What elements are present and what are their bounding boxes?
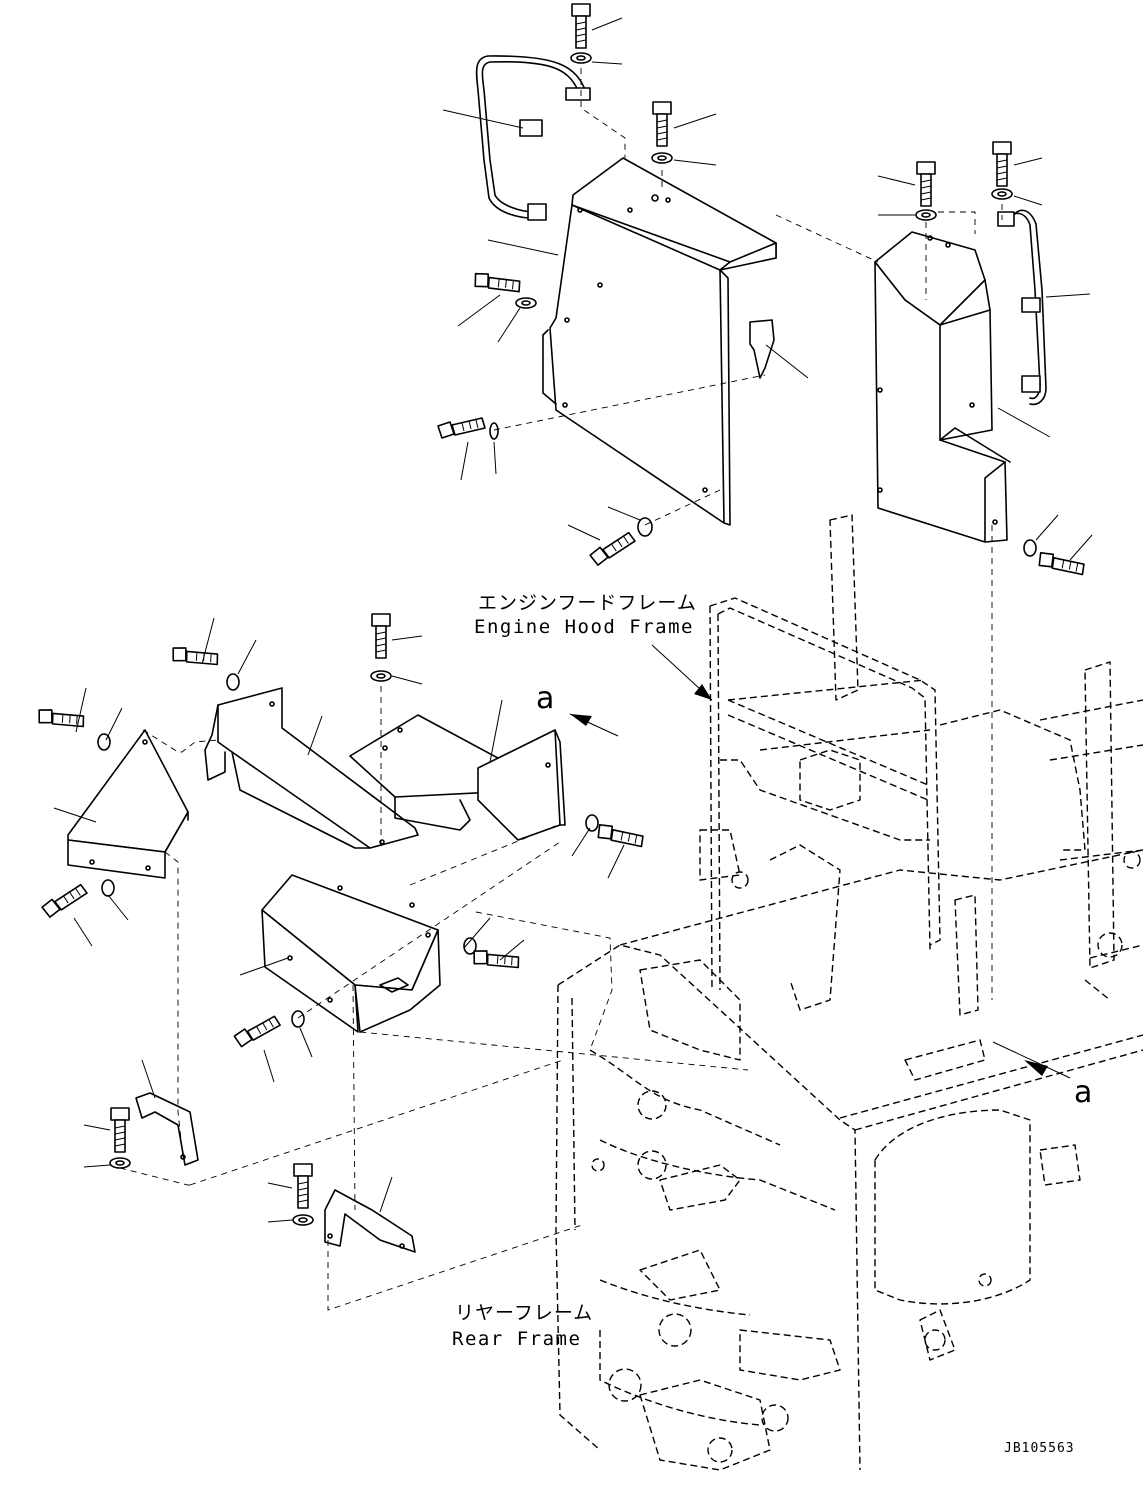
rear-frame (555, 844, 1143, 1471)
lower-mid-cover (261, 874, 441, 1033)
handrail-upper-right (997, 209, 1047, 406)
lower-center-cover (349, 714, 566, 841)
leader-lines-upper (442, 17, 1093, 561)
upper-left-cover (542, 157, 777, 526)
lower-left-cover (67, 729, 189, 879)
handrail-upper-left (475, 55, 591, 221)
upper-right-cover (874, 231, 1011, 543)
engine-hood-frame-label-en: Engine Hood Frame (474, 616, 694, 638)
assembly-lines-lower (119, 686, 749, 1311)
rear-frame-label-en: Rear Frame (452, 1328, 582, 1350)
rear-frame-label-jp: リヤーフレーム (455, 1302, 594, 1324)
assembly-lines-upper (493, 68, 1003, 1000)
engine-hood-frame (699, 514, 1143, 1081)
upper-fasteners (437, 3, 1088, 585)
lower-left-duct (204, 687, 419, 849)
engine-hood-frame-label-jp: エンジンフードフレーム (478, 592, 697, 614)
upper-bracket (749, 319, 775, 379)
drawing-code: JB105563 (1004, 1441, 1075, 1456)
lower-brackets (135, 1092, 416, 1253)
view-a-callout-lower: a (1074, 1075, 1093, 1110)
view-arrows (569, 644, 1071, 1079)
lower-fasteners (34, 613, 647, 1226)
leader-lines-lower (53, 617, 625, 1223)
view-a-callout-upper: a (536, 681, 555, 716)
